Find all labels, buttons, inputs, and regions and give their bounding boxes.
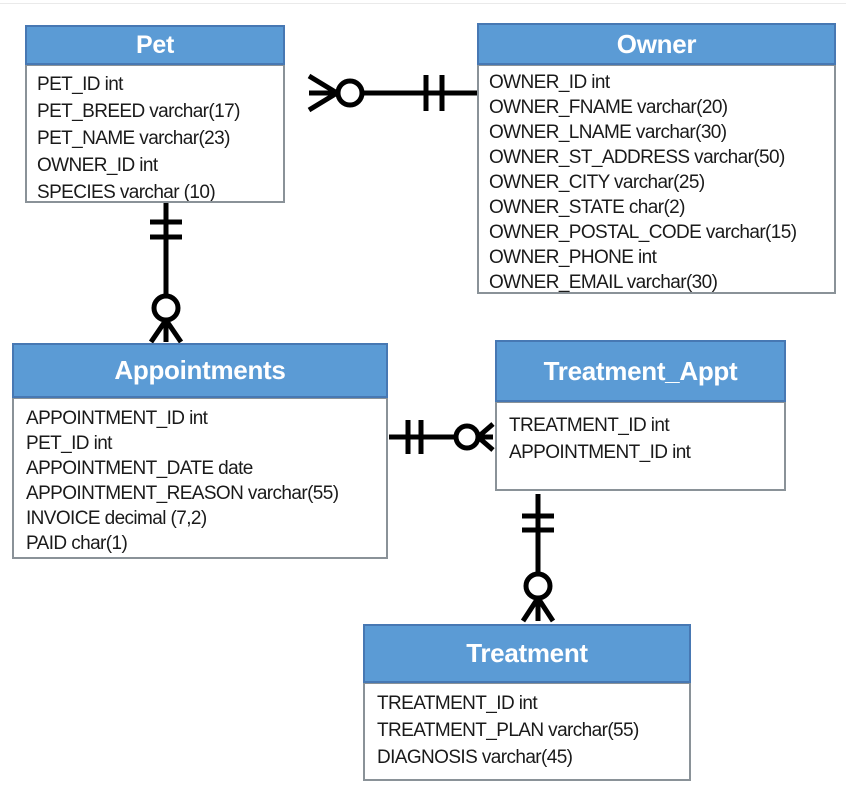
field-row: OWNER_CITY varchar(25) xyxy=(489,172,705,193)
entity-treatment-title: Treatment xyxy=(466,638,588,668)
crow-foot-icon xyxy=(307,73,339,113)
entity-owner: Owner OWNER_ID int OWNER_FNAME varchar(2… xyxy=(477,23,836,294)
entity-owner-header: Owner xyxy=(477,23,836,65)
field-row: PAID char(1) xyxy=(26,533,128,554)
field-row: APPOINTMENT_DATE date xyxy=(26,458,253,479)
entity-owner-body: OWNER_ID int OWNER_FNAME varchar(20) OWN… xyxy=(477,65,836,294)
field-row: APPOINTMENT_REASON varchar(55) xyxy=(26,483,339,504)
field-row: OWNER_STATE char(2) xyxy=(489,197,685,218)
crow-foot-icon xyxy=(148,318,184,344)
entity-treatment-appt-header: Treatment_Appt xyxy=(495,340,786,402)
field-row: DIAGNOSIS varchar(45) xyxy=(377,747,573,768)
zero-ring-icon xyxy=(151,293,181,323)
entity-pet-title: Pet xyxy=(135,30,174,59)
entity-treatment-appt-body: TREATMENT_ID int APPOINTMENT_ID int xyxy=(495,402,786,491)
relationship-appointments-pet xyxy=(148,202,184,344)
entity-appointments-header: Appointments xyxy=(12,343,388,398)
field-row: SPECIES varchar (10) xyxy=(37,182,216,203)
entity-appointments-body: APPOINTMENT_ID int PET_ID int APPOINTMEN… xyxy=(12,398,388,559)
entity-appointments-title: Appointments xyxy=(114,355,286,385)
field-row: APPOINTMENT_ID int xyxy=(26,408,208,429)
relationship-treatment-treatmentappt xyxy=(520,494,556,623)
field-row: PET_ID int xyxy=(37,74,123,95)
relationship-treatmentappt-appointments xyxy=(389,420,495,454)
entity-treatment-appt-title: Treatment_Appt xyxy=(543,355,738,386)
entity-pet-body: PET_ID int PET_BREED varchar(17) PET_NAM… xyxy=(25,65,285,203)
crow-foot-icon xyxy=(476,422,495,452)
field-row: OWNER_ID int xyxy=(37,155,158,176)
field-row: PET_BREED varchar(17) xyxy=(37,101,240,122)
entity-treatment-body: TREATMENT_ID int TREATMENT_PLAN varchar(… xyxy=(363,683,691,781)
entity-pet: Pet PET_ID int PET_BREED varchar(17) PET… xyxy=(25,25,285,203)
zero-ring-icon xyxy=(335,78,365,108)
field-row: OWNER_ST_ADDRESS varchar(50) xyxy=(489,147,785,168)
one-bars-icon xyxy=(522,513,554,533)
page-top-divider xyxy=(0,3,846,4)
entity-treatment-header: Treatment xyxy=(363,624,691,683)
zero-ring-icon xyxy=(523,571,553,601)
entity-treatment-appt: Treatment_Appt TREATMENT_ID int APPOINTM… xyxy=(495,340,786,491)
relationship-pet-owner xyxy=(307,73,477,113)
one-bars-icon xyxy=(405,420,424,454)
entity-pet-header: Pet xyxy=(25,25,285,65)
crow-foot-icon xyxy=(520,596,556,623)
field-row: INVOICE decimal (7,2) xyxy=(26,508,207,529)
field-row: OWNER_ID int xyxy=(489,72,610,93)
field-row: PET_NAME varchar(23) xyxy=(37,128,230,149)
field-row: OWNER_EMAIL varchar(30) xyxy=(489,272,718,293)
one-bars-icon xyxy=(150,219,182,240)
entity-treatment: Treatment TREATMENT_ID int TREATMENT_PLA… xyxy=(363,624,691,781)
field-row: PET_ID int xyxy=(26,433,112,454)
field-row: OWNER_LNAME varchar(30) xyxy=(489,122,727,143)
field-row: TREATMENT_PLAN varchar(55) xyxy=(377,720,639,741)
entity-appointments: Appointments APPOINTMENT_ID int PET_ID i… xyxy=(12,343,388,559)
one-bars-icon xyxy=(423,75,445,111)
field-row: TREATMENT_ID int xyxy=(377,693,538,714)
field-row: TREATMENT_ID int xyxy=(509,415,670,436)
field-row: APPOINTMENT_ID int xyxy=(509,442,691,463)
field-row: OWNER_FNAME varchar(20) xyxy=(489,97,728,118)
zero-ring-icon xyxy=(453,423,481,451)
field-row: OWNER_POSTAL_CODE varchar(15) xyxy=(489,222,797,243)
entity-owner-title: Owner xyxy=(616,28,697,59)
field-row: OWNER_PHONE int xyxy=(489,247,657,268)
